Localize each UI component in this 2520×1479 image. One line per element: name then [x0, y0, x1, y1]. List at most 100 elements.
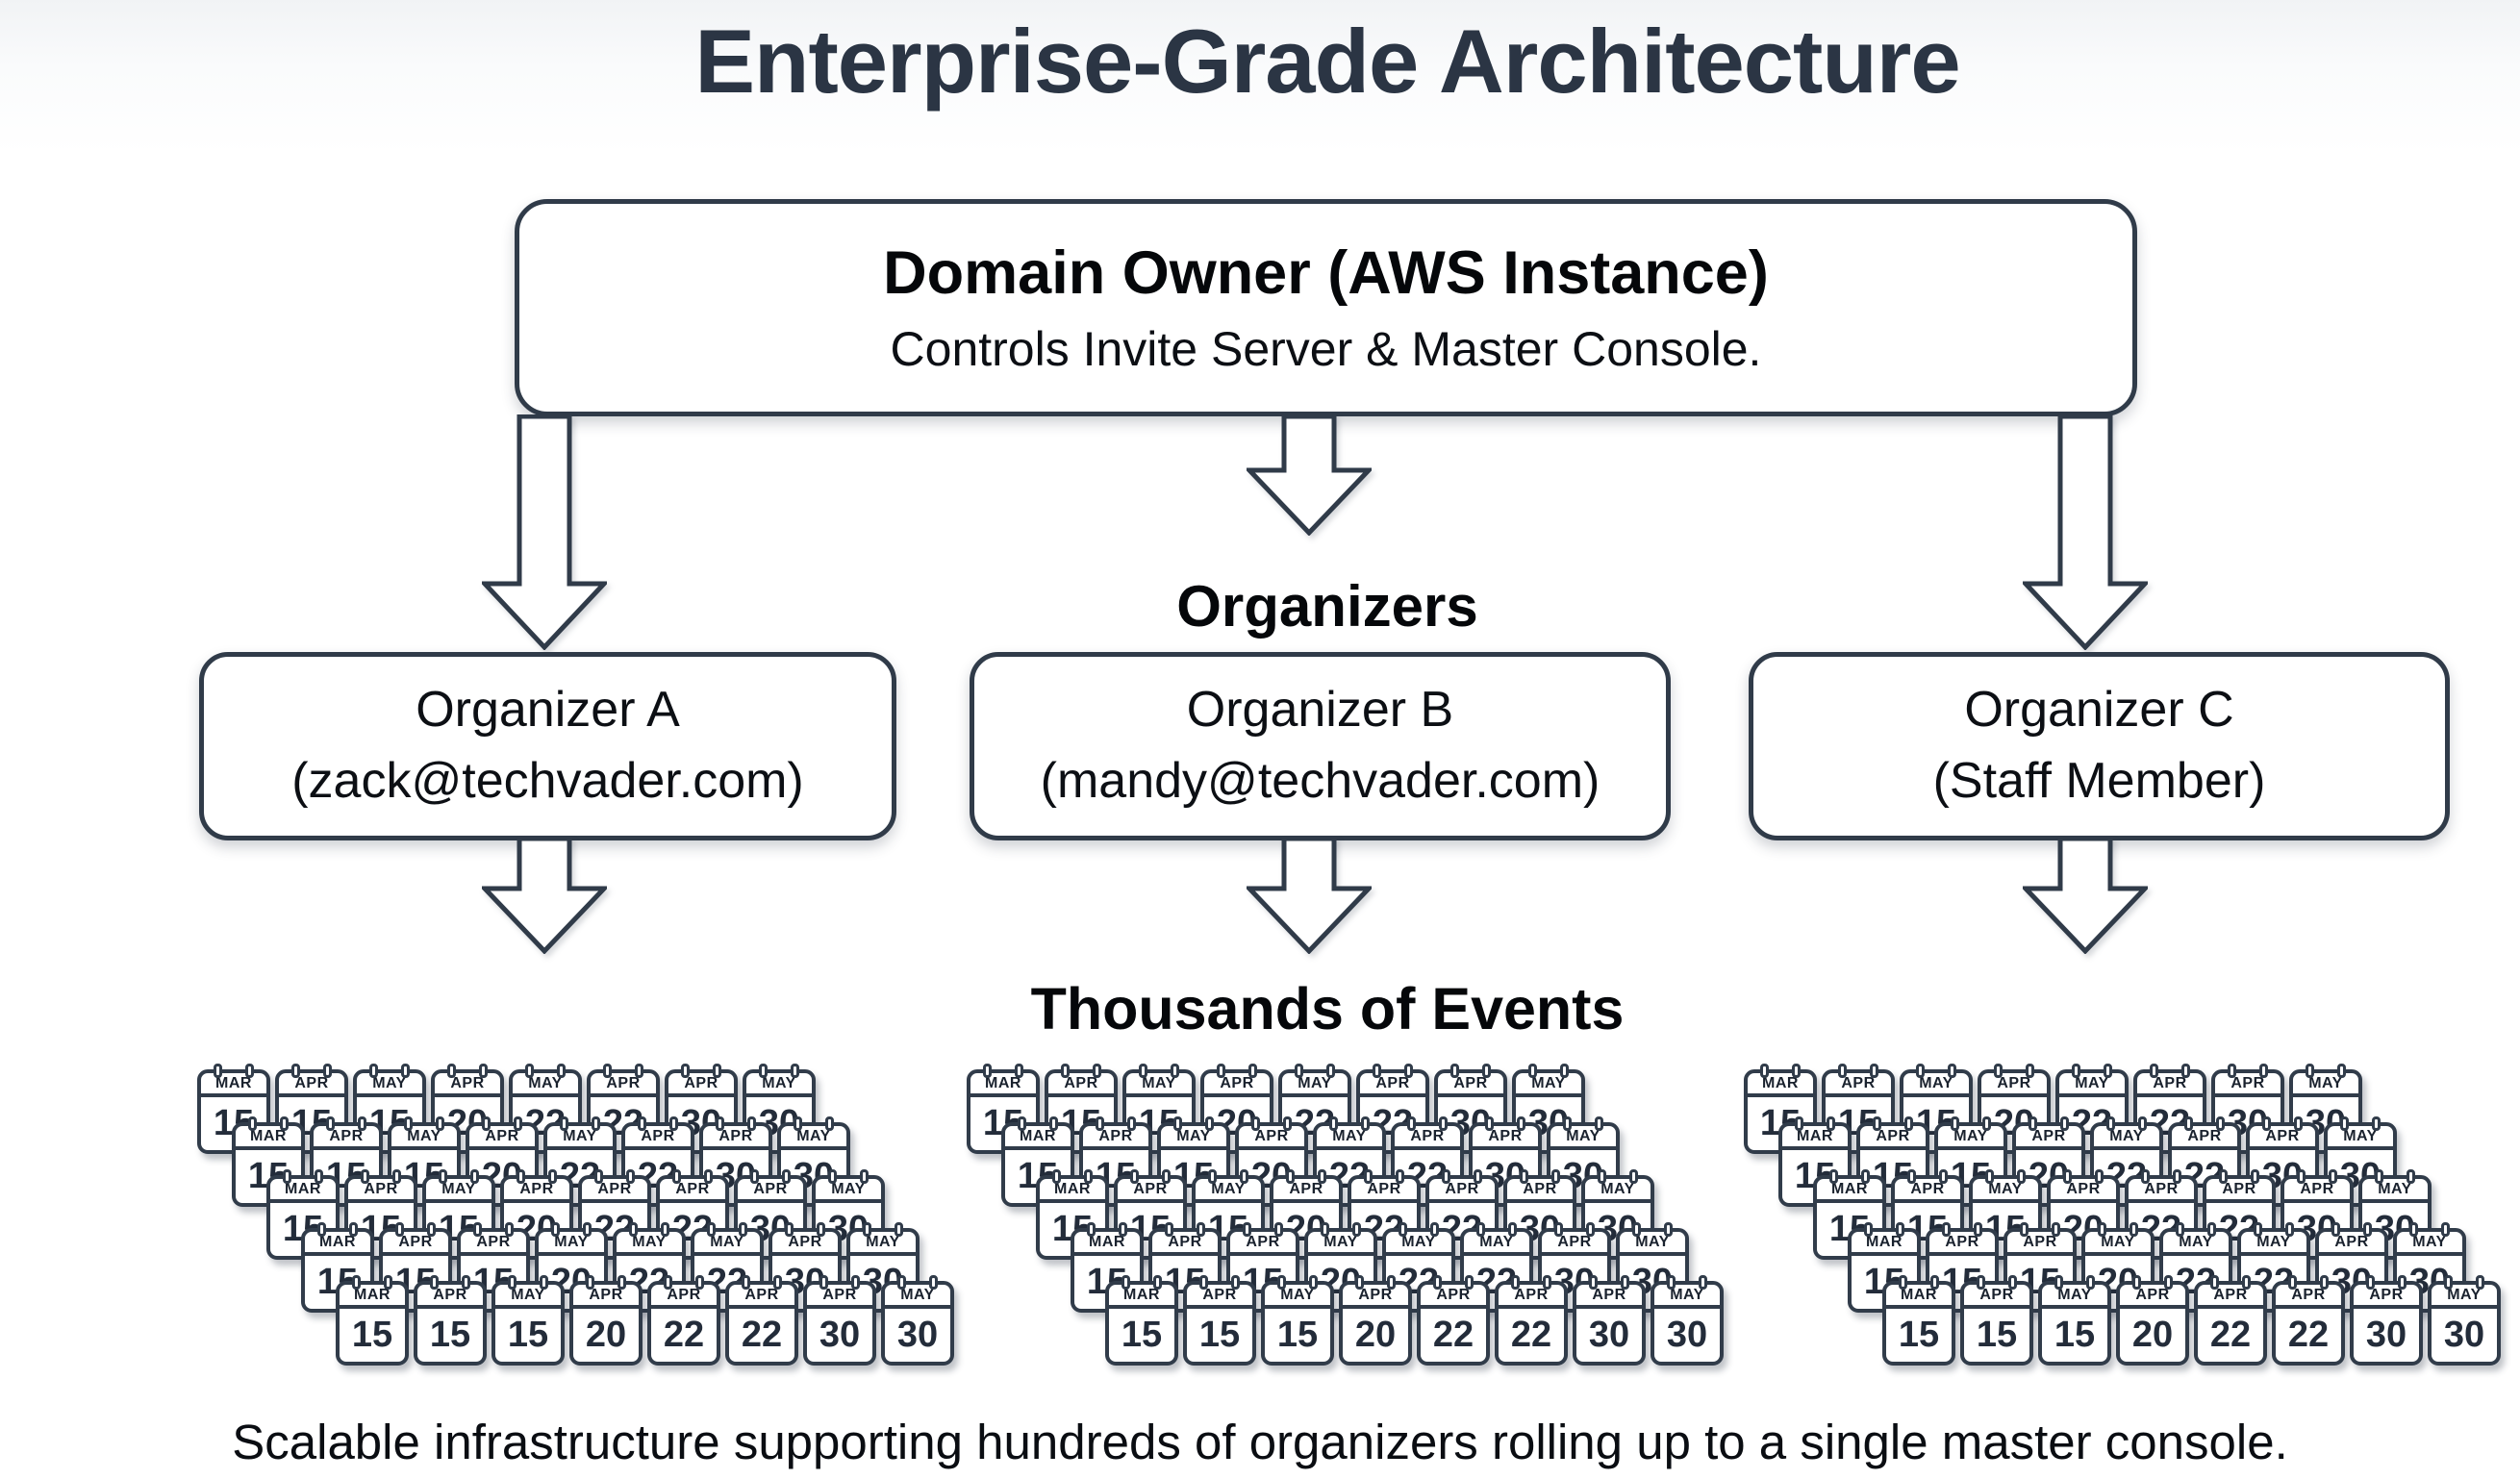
calendar-month-label: APR — [2250, 1126, 2315, 1150]
calendar-month-label: APR — [1929, 1232, 1995, 1256]
binder-ring-icon — [1560, 1064, 1569, 1078]
organizer-a-box: Organizer A (zack@techvader.com) — [199, 652, 896, 840]
calendar-day-number: 30 — [1666, 1315, 1708, 1355]
calendar-month-label: APR — [1964, 1285, 2029, 1309]
binder-ring-icon — [1870, 1064, 1878, 1078]
calendar-day-number: 15 — [1976, 1315, 2018, 1355]
binder-ring-icon — [1197, 1222, 1205, 1237]
binder-ring-icon — [1667, 1275, 1676, 1290]
calendar-month-label: MAR — [270, 1179, 336, 1203]
binder-ring-icon — [592, 1116, 600, 1131]
domain-owner-subtitle: Controls Invite Server & Master Console. — [890, 322, 1762, 376]
binder-ring-icon — [392, 1169, 401, 1184]
binder-ring-icon — [427, 1222, 436, 1237]
binder-ring-icon — [1598, 1169, 1606, 1184]
calendar-month-label: MAY — [495, 1285, 561, 1309]
binder-ring-icon — [1563, 1116, 1572, 1131]
binder-ring-icon — [514, 1116, 522, 1131]
binder-ring-icon — [1430, 1222, 1439, 1237]
binder-ring-icon — [1896, 1222, 1904, 1237]
calendar-month-label: APR — [1860, 1126, 1926, 1150]
binder-ring-icon — [1528, 1064, 1537, 1078]
binder-ring-icon — [1295, 1064, 1303, 1078]
binder-ring-icon — [1543, 1275, 1551, 1290]
binder-ring-icon — [1838, 1064, 1847, 1078]
binder-ring-icon — [1827, 1116, 1835, 1131]
calendar-month-label: APR — [469, 1126, 535, 1150]
calendar-month-label: MAY — [1282, 1073, 1348, 1097]
binder-ring-icon — [638, 1116, 646, 1131]
binder-ring-icon — [791, 1064, 799, 1078]
calendar-day-number: 22 — [741, 1315, 783, 1355]
calendar-month-label: APR — [807, 1285, 872, 1309]
binder-ring-icon — [1632, 1222, 1641, 1237]
binder-ring-icon — [1326, 1064, 1335, 1078]
binder-ring-icon — [505, 1222, 514, 1237]
binder-ring-icon — [1442, 1169, 1450, 1184]
calendar-day-number: 15 — [507, 1315, 549, 1355]
binder-ring-icon — [1664, 1222, 1673, 1237]
calendar-month-label: MAY — [513, 1073, 578, 1097]
binder-ring-icon — [1861, 1169, 1870, 1184]
calendar-month-label: APR — [2129, 1179, 2194, 1203]
binder-ring-icon — [629, 1222, 638, 1237]
organizer-name: Organizer B — [1186, 682, 1454, 739]
calendar-month-label: APR — [2354, 1285, 2419, 1309]
binder-ring-icon — [291, 1064, 300, 1078]
calendar-month-label: APR — [2198, 1285, 2263, 1309]
calendar-month-label: APR — [2007, 1232, 2073, 1256]
organizer-detail: (zack@techvader.com) — [291, 753, 804, 809]
calendar-month-label: APR — [1204, 1073, 1270, 1097]
calendar-month-label: MAY — [816, 1179, 881, 1203]
binder-ring-icon — [2210, 1275, 2219, 1290]
calendar-day-number: 15 — [1121, 1315, 1163, 1355]
calendar-month-label: APR — [1395, 1126, 1460, 1150]
binder-ring-icon — [447, 1064, 456, 1078]
binder-ring-icon — [1699, 1275, 1707, 1290]
binder-ring-icon — [1396, 1169, 1404, 1184]
binder-ring-icon — [1551, 1169, 1560, 1184]
binder-ring-icon — [1589, 1275, 1598, 1290]
binder-ring-icon — [713, 1064, 721, 1078]
binder-ring-icon — [1474, 1169, 1482, 1184]
binder-ring-icon — [1792, 1064, 1801, 1078]
calendar-month-label: MAY — [1464, 1232, 1529, 1256]
binder-ring-icon — [1309, 1275, 1318, 1290]
binder-ring-icon — [983, 1064, 992, 1078]
binder-ring-icon — [603, 1064, 612, 1078]
binder-ring-icon — [2285, 1222, 2294, 1237]
binder-ring-icon — [716, 1116, 724, 1131]
binder-ring-icon — [470, 1169, 479, 1184]
binder-ring-icon — [1873, 1116, 1881, 1131]
calendar-month-label: MAR — [1852, 1232, 1917, 1256]
calendar-month-label: MAY — [2241, 1232, 2306, 1256]
binder-ring-icon — [245, 1064, 254, 1078]
calendar-day-number: 15 — [1198, 1315, 1241, 1355]
binder-ring-icon — [672, 1169, 681, 1184]
binder-ring-icon — [1248, 1064, 1257, 1078]
binder-ring-icon — [1439, 1116, 1448, 1131]
binder-ring-icon — [1130, 1169, 1139, 1184]
binder-ring-icon — [2164, 1275, 2173, 1290]
binder-ring-icon — [1586, 1222, 1595, 1237]
binder-ring-icon — [782, 1169, 791, 1184]
binder-ring-icon — [704, 1169, 713, 1184]
binder-ring-icon — [1595, 1116, 1603, 1131]
binder-ring-icon — [794, 1116, 802, 1131]
binder-ring-icon — [2262, 1116, 2271, 1131]
binder-ring-icon — [1974, 1222, 1982, 1237]
binder-ring-icon — [929, 1275, 938, 1290]
binder-ring-icon — [817, 1222, 825, 1237]
binder-ring-icon — [1199, 1275, 1208, 1290]
calendar-month-label: MAR — [1817, 1179, 1882, 1203]
calendar-month-label: MAR — [1040, 1179, 1105, 1203]
binder-ring-icon — [2060, 1116, 2069, 1131]
